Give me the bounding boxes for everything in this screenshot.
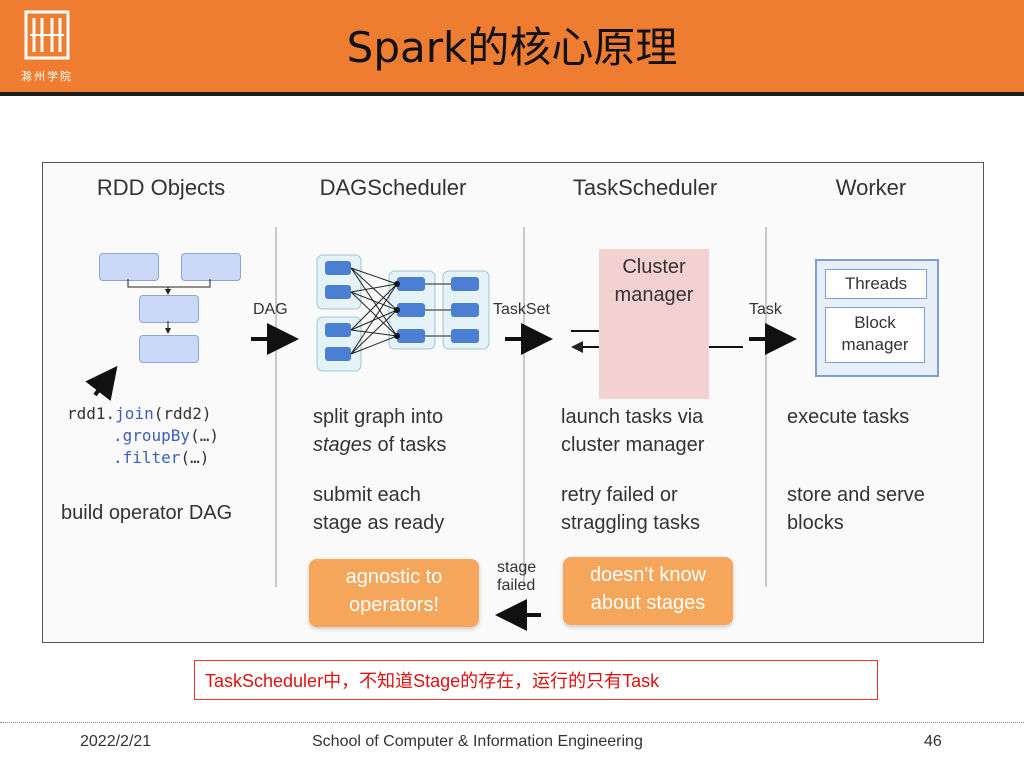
task-description-launch: launch tasks via cluster manager: [561, 406, 705, 456]
page-number: 46: [924, 733, 942, 750]
task-description-retry: retry failed or straggling tasks: [561, 484, 700, 534]
worker-description-store: store and serve blocks: [787, 484, 925, 534]
task-stages-badge: doesn't know about stages: [563, 557, 733, 625]
rdd-node: [139, 335, 199, 363]
code-groupby: .groupBy(…): [113, 426, 219, 445]
column-title-worker: Worker: [835, 175, 907, 200]
column-title-taskscheduler: TaskScheduler: [572, 175, 718, 200]
spark-architecture-diagram: RDD Objects DAGScheduler TaskScheduler W…: [42, 162, 984, 643]
column-divider: [275, 227, 277, 587]
column-title-dagscheduler: DAGScheduler: [319, 175, 467, 200]
footer-date: 2022/2/21: [80, 733, 152, 750]
column-title-rdd: RDD Objects: [96, 175, 226, 200]
rdd-description: build operator DAG: [61, 502, 233, 524]
code-filter: .filter(…): [113, 448, 210, 467]
column-divider: [765, 227, 767, 587]
cluster-manager-box: Cluster manager: [599, 249, 709, 399]
rdd-node: [181, 253, 241, 281]
footer-school: School of Computer & Information Enginee…: [312, 733, 643, 750]
block-manager-box: Block manager: [825, 307, 925, 363]
rdd-node: [99, 253, 159, 281]
slide-header: 滁州学院 Spark的核心原理: [0, 0, 1024, 92]
taskscheduler-note: TaskScheduler中，不知道Stage的存在，运行的只有Task: [194, 660, 878, 700]
header-divider: [0, 92, 1024, 96]
stage-failed-label: stage failed: [497, 559, 537, 594]
dag-description-split: split graph into stages of tasks: [313, 406, 447, 456]
worker-description-execute: execute tasks: [787, 406, 910, 428]
task-arrow-label: Task: [749, 301, 782, 318]
code-join: rdd1.join(rdd2): [67, 404, 212, 423]
column-divider: [523, 227, 525, 587]
dag-agnostic-badge: agnostic to operators!: [309, 559, 479, 627]
dag-description-submit: submit each stage as ready: [313, 484, 445, 534]
dag-arrow-label: DAG: [253, 301, 288, 318]
worker-box: Threads Block manager: [815, 259, 939, 377]
page-title: Spark的核心原理: [346, 23, 678, 72]
school-logo-icon: 滁州学院: [12, 8, 82, 84]
taskset-arrow-label: TaskSet: [493, 301, 550, 318]
footer-divider: [0, 722, 1024, 723]
logo-text: 滁州学院: [21, 70, 73, 83]
threads-box: Threads: [825, 269, 927, 299]
rdd-node: [139, 295, 199, 323]
